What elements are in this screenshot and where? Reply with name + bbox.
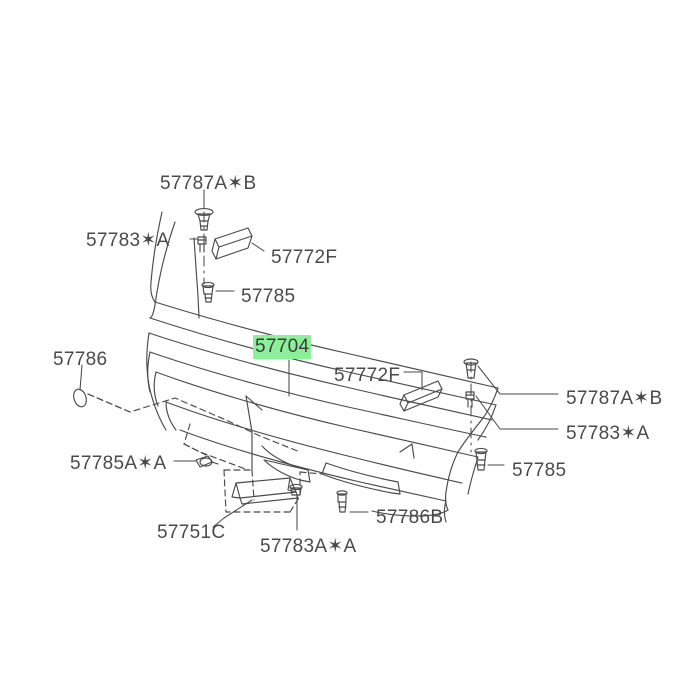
fastener-57783-a-right [465, 391, 475, 408]
center-reference-marks [245, 395, 263, 471]
bumper-face-outline [148, 301, 499, 502]
callout-57787a-b-right[interactable]: 57787A✶B [566, 388, 663, 409]
bumper-right-end [371, 387, 499, 523]
trim-strip-right [399, 380, 443, 412]
callout-57785-right[interactable]: 57785 [512, 460, 567, 481]
callout-57786b-bottom[interactable]: 57786B [376, 507, 444, 528]
callout-57772f-right[interactable]: 57772F [334, 365, 401, 386]
grommet-57786 [73, 388, 87, 408]
leader-dashed-57786 [87, 393, 131, 413]
callout-57783a-a-bottom[interactable]: 57783A✶A [260, 536, 357, 557]
callout-57783-a-left[interactable]: 57783✶A [86, 230, 170, 251]
fastener-57786b [336, 490, 348, 513]
fastener-57785a-a-left [195, 455, 219, 468]
callout-57786-left[interactable]: 57786 [53, 349, 108, 370]
leader-lines [79, 189, 559, 531]
fastener-57785-top [201, 281, 215, 303]
hidden-outline-lower-panel [87, 393, 323, 513]
callout-57704-main[interactable]: 57704 [253, 335, 312, 359]
callout-57751c-bottom[interactable]: 57751C [157, 522, 226, 543]
callout-57772f-top[interactable]: 57772F [271, 247, 338, 268]
fastener-57783a-a-bottom [289, 483, 303, 496]
fastener-57785-right [474, 447, 488, 471]
license-plate-bracket [231, 477, 299, 505]
fastener-57783-a-left [197, 236, 207, 253]
callout-57785-top[interactable]: 57785 [241, 286, 296, 307]
callout-57785a-a-left[interactable]: 57785A✶A [70, 453, 167, 474]
trim-strip-upper [211, 227, 253, 260]
bumper-left-end [146, 211, 200, 431]
callout-57787a-b-left[interactable]: 57787A✶B [160, 173, 257, 194]
callout-57783-a-right[interactable]: 57783✶A [566, 423, 650, 444]
